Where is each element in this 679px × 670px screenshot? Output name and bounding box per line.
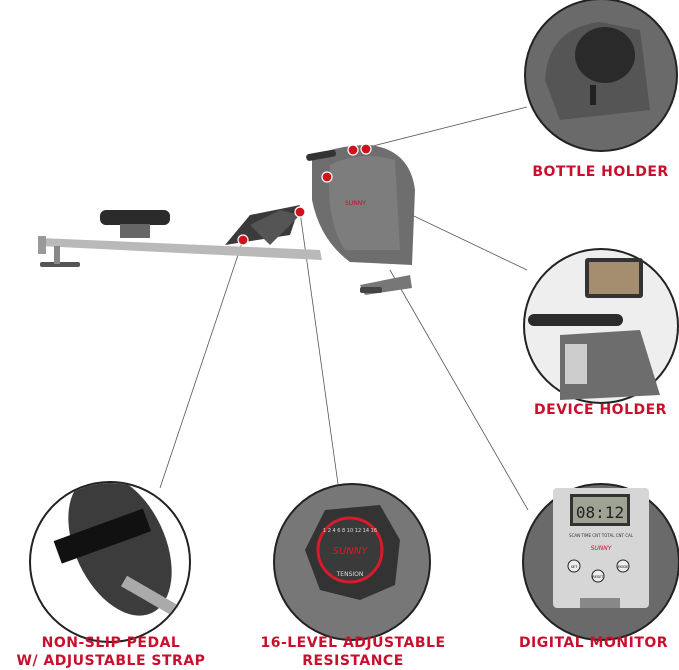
bottle-holder-image (524, 0, 678, 152)
label-pedal-line2: W/ ADJUSTABLE STRAP (16, 653, 206, 669)
label-pedal-line1: NON-SLIP PEDAL (41, 635, 181, 651)
label-bottle-holder: BOTTLE HOLDER (532, 164, 669, 180)
label-device-holder: DEVICE HOLDER (534, 402, 667, 418)
label-digital-monitor: DIGITAL MONITOR (518, 635, 669, 651)
label-resistance-line2: RESISTANCE (302, 653, 404, 669)
digital-monitor-image: 08:12 SCAN TIME CNT TOTAL CNT CAL SUNNY … (522, 483, 679, 641)
monitor-logo: SUNNY (591, 545, 613, 552)
mode-button: MODE (618, 565, 629, 569)
dial-logo: SUNNY (333, 546, 369, 557)
label-resistance-line1: 16-LEVEL ADJUSTABLE (260, 635, 446, 651)
dial-label: TENSION (336, 571, 364, 578)
monitor-metrics: SCAN TIME CNT TOTAL CNT CAL (569, 533, 634, 538)
feature-dots (237, 143, 372, 246)
machine-logo: SUNNY (345, 200, 366, 207)
device-holder-image (523, 248, 679, 404)
resistance-dial-image: SUNNY 1 2 4 6 8 10 12 14 16 TENSION (273, 483, 431, 641)
monitor-display: 08:12 (576, 503, 624, 522)
set-button: SET (571, 565, 578, 569)
dial-scale: 1 2 4 6 8 10 12 14 16 (323, 528, 377, 534)
pedal-image (29, 481, 191, 643)
reset-button: RESET (592, 575, 604, 579)
rowing-machine: SUNNY (38, 143, 415, 295)
